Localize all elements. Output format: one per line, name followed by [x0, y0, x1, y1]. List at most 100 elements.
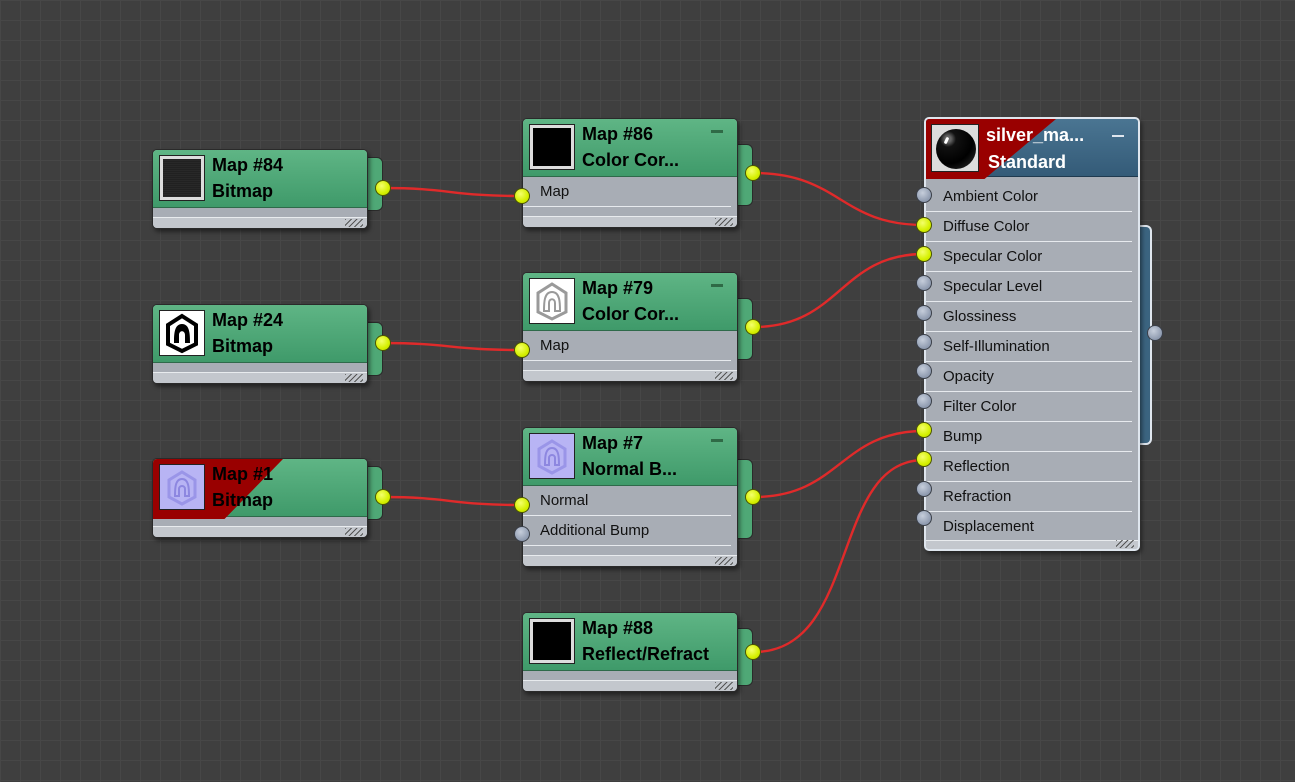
wire-map7-to-bump — [753, 429, 925, 499]
resize-grip[interactable] — [345, 374, 363, 382]
collapse-button[interactable] — [1112, 135, 1124, 137]
node-type: Normal B... — [582, 459, 678, 479]
material-sphere-icon — [936, 129, 976, 169]
input-port-specular-color[interactable] — [916, 246, 932, 262]
node-map84[interactable]: Map #84 Bitmap — [152, 149, 391, 229]
output-port[interactable] — [745, 489, 761, 505]
logo-icon — [537, 439, 567, 475]
thumbnail-logo-icon — [159, 310, 205, 356]
input-port-ambient-color[interactable] — [916, 187, 932, 203]
input-port-bump[interactable] — [916, 422, 932, 438]
wire-map84-to-map86 — [382, 186, 523, 198]
node-footer — [153, 217, 367, 228]
thumbnail-normal-map — [529, 433, 575, 479]
slot-opacity: Opacity — [926, 362, 1132, 392]
input-port-glossiness[interactable] — [916, 305, 932, 321]
output-port[interactable] — [375, 335, 391, 351]
slot-reflection: Reflection — [926, 452, 1132, 482]
input-port-reflection[interactable] — [916, 451, 932, 467]
node-header[interactable]: silver_ma... Standard — [926, 119, 1138, 179]
input-port-diffuse-color[interactable] — [916, 217, 932, 233]
node-header[interactable]: Map #7 Normal B... — [523, 428, 737, 486]
resize-grip[interactable] — [345, 219, 363, 227]
node-type: Bitmap — [212, 336, 274, 356]
node-header[interactable]: Map #24 Bitmap — [153, 305, 367, 363]
resize-grip[interactable] — [1116, 540, 1134, 548]
input-port-refraction[interactable] — [916, 481, 932, 497]
node-footer — [523, 680, 737, 691]
input-port-opacity[interactable] — [916, 363, 932, 379]
output-port[interactable] — [375, 180, 391, 196]
wire-map1-to-map7 — [382, 495, 523, 507]
thumbnail-black — [529, 618, 575, 664]
thumbnail-black — [529, 124, 575, 170]
logo-icon — [166, 313, 198, 354]
node-map79[interactable]: Map #79 Color Cor... Map — [514, 272, 761, 382]
slot-specular-level: Specular Level — [926, 272, 1132, 302]
slot-map: Map — [523, 177, 731, 207]
input-port-filter-color[interactable] — [916, 393, 932, 409]
node-title: Map #1 — [212, 464, 274, 484]
node-map1[interactable]: Map #1 Bitmap — [152, 458, 391, 538]
input-port-map[interactable] — [514, 342, 530, 358]
output-port[interactable] — [745, 319, 761, 335]
slot-glossiness: Glossiness — [926, 302, 1132, 332]
thumbnail-normal-map — [159, 464, 205, 510]
node-map88[interactable]: Map #88 Reflect/Refract — [522, 612, 761, 692]
input-port-displacement[interactable] — [916, 510, 932, 526]
node-title: Map #84 — [212, 155, 284, 175]
node-type: Bitmap — [212, 181, 274, 201]
logo-icon — [536, 282, 568, 321]
node-title: Map #79 — [582, 278, 654, 298]
resize-grip[interactable] — [715, 682, 733, 690]
collapse-button[interactable] — [711, 284, 723, 287]
output-port[interactable] — [1147, 325, 1163, 341]
resize-grip[interactable] — [715, 372, 733, 380]
output-port[interactable] — [745, 165, 761, 181]
collapse-button[interactable] — [711, 130, 723, 133]
input-port-additional-bump[interactable] — [514, 526, 530, 542]
node-map24[interactable]: Map #24 Bitmap — [152, 304, 391, 384]
node-header[interactable]: Map #88 Reflect/Refract — [523, 613, 737, 671]
slot-refraction: Refraction — [926, 482, 1132, 512]
node-title: Map #24 — [212, 310, 284, 330]
resize-grip[interactable] — [715, 218, 733, 226]
input-port-map[interactable] — [514, 188, 530, 204]
node-header[interactable]: Map #86 Color Cor... — [523, 119, 737, 177]
node-footer — [523, 216, 737, 227]
node-map7[interactable]: Map #7 Normal B... Normal Additional Bum… — [514, 427, 761, 567]
node-footer — [926, 540, 1138, 549]
input-port-self-illumination[interactable] — [916, 334, 932, 350]
node-type: Bitmap — [212, 490, 274, 510]
thumbnail-logo-grey — [529, 278, 575, 324]
node-header[interactable]: Map #84 Bitmap — [153, 150, 367, 208]
input-port-normal[interactable] — [514, 497, 530, 513]
thumbnail-noise-texture — [159, 155, 205, 201]
node-header[interactable]: Map #1 Bitmap — [153, 459, 367, 519]
node-footer — [153, 372, 367, 383]
input-port-specular-level[interactable] — [916, 275, 932, 291]
slot-ambient-color: Ambient Color — [926, 182, 1132, 212]
wire-map79-to-specular — [753, 252, 925, 329]
node-title: Map #86 — [582, 124, 654, 144]
thumbnail-black-sphere — [931, 124, 979, 172]
slot-filter-color: Filter Color — [926, 392, 1132, 422]
node-title: Map #88 — [582, 618, 654, 638]
node-type: Reflect/Refract — [582, 644, 710, 664]
slot-bump: Bump — [926, 422, 1132, 452]
slot-additional-bump: Additional Bump — [523, 516, 731, 546]
collapse-button[interactable] — [711, 439, 723, 442]
wire-map86-to-diffuse — [753, 171, 925, 227]
output-port[interactable] — [745, 644, 761, 660]
wire-map24-to-map79 — [382, 341, 523, 352]
node-map86[interactable]: Map #86 Color Cor... Map — [514, 118, 761, 228]
wire-map88-to-reflection — [753, 458, 925, 654]
resize-grip[interactable] — [715, 557, 733, 565]
resize-grip[interactable] — [345, 528, 363, 536]
node-type: Standard — [988, 152, 1067, 172]
node-material-silver[interactable]: silver_ma... Standard Ambient Color Diff… — [916, 117, 1163, 551]
node-type: Color Cor... — [582, 304, 680, 324]
output-port[interactable] — [375, 489, 391, 505]
node-footer — [153, 526, 367, 537]
node-header[interactable]: Map #79 Color Cor... — [523, 273, 737, 331]
